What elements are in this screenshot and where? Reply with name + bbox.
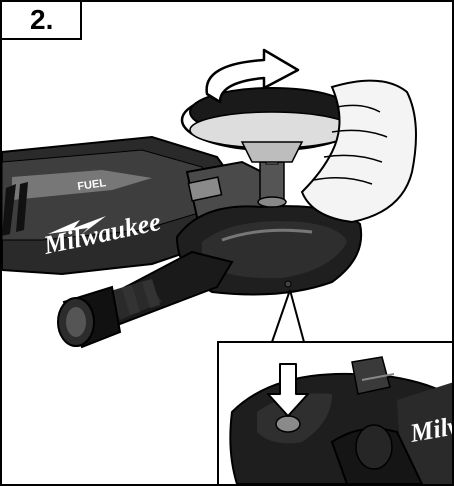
side-handle <box>57 250 234 349</box>
hand <box>300 79 417 224</box>
spindle-lock-button-detail <box>275 415 301 433</box>
rotation-arrow-icon <box>205 48 300 104</box>
callout-lines <box>271 289 305 343</box>
spindle-lock-button <box>284 280 292 288</box>
bolt-logo <box>48 216 106 234</box>
detail-inset: Milw <box>217 341 452 484</box>
grinder-body: FUEL Milwaukee <box>2 135 244 276</box>
polishing-pad <box>180 87 364 163</box>
down-arrow-icon <box>267 363 309 417</box>
step-number: 2. <box>2 2 82 40</box>
fuel-label: FUEL <box>77 177 107 193</box>
